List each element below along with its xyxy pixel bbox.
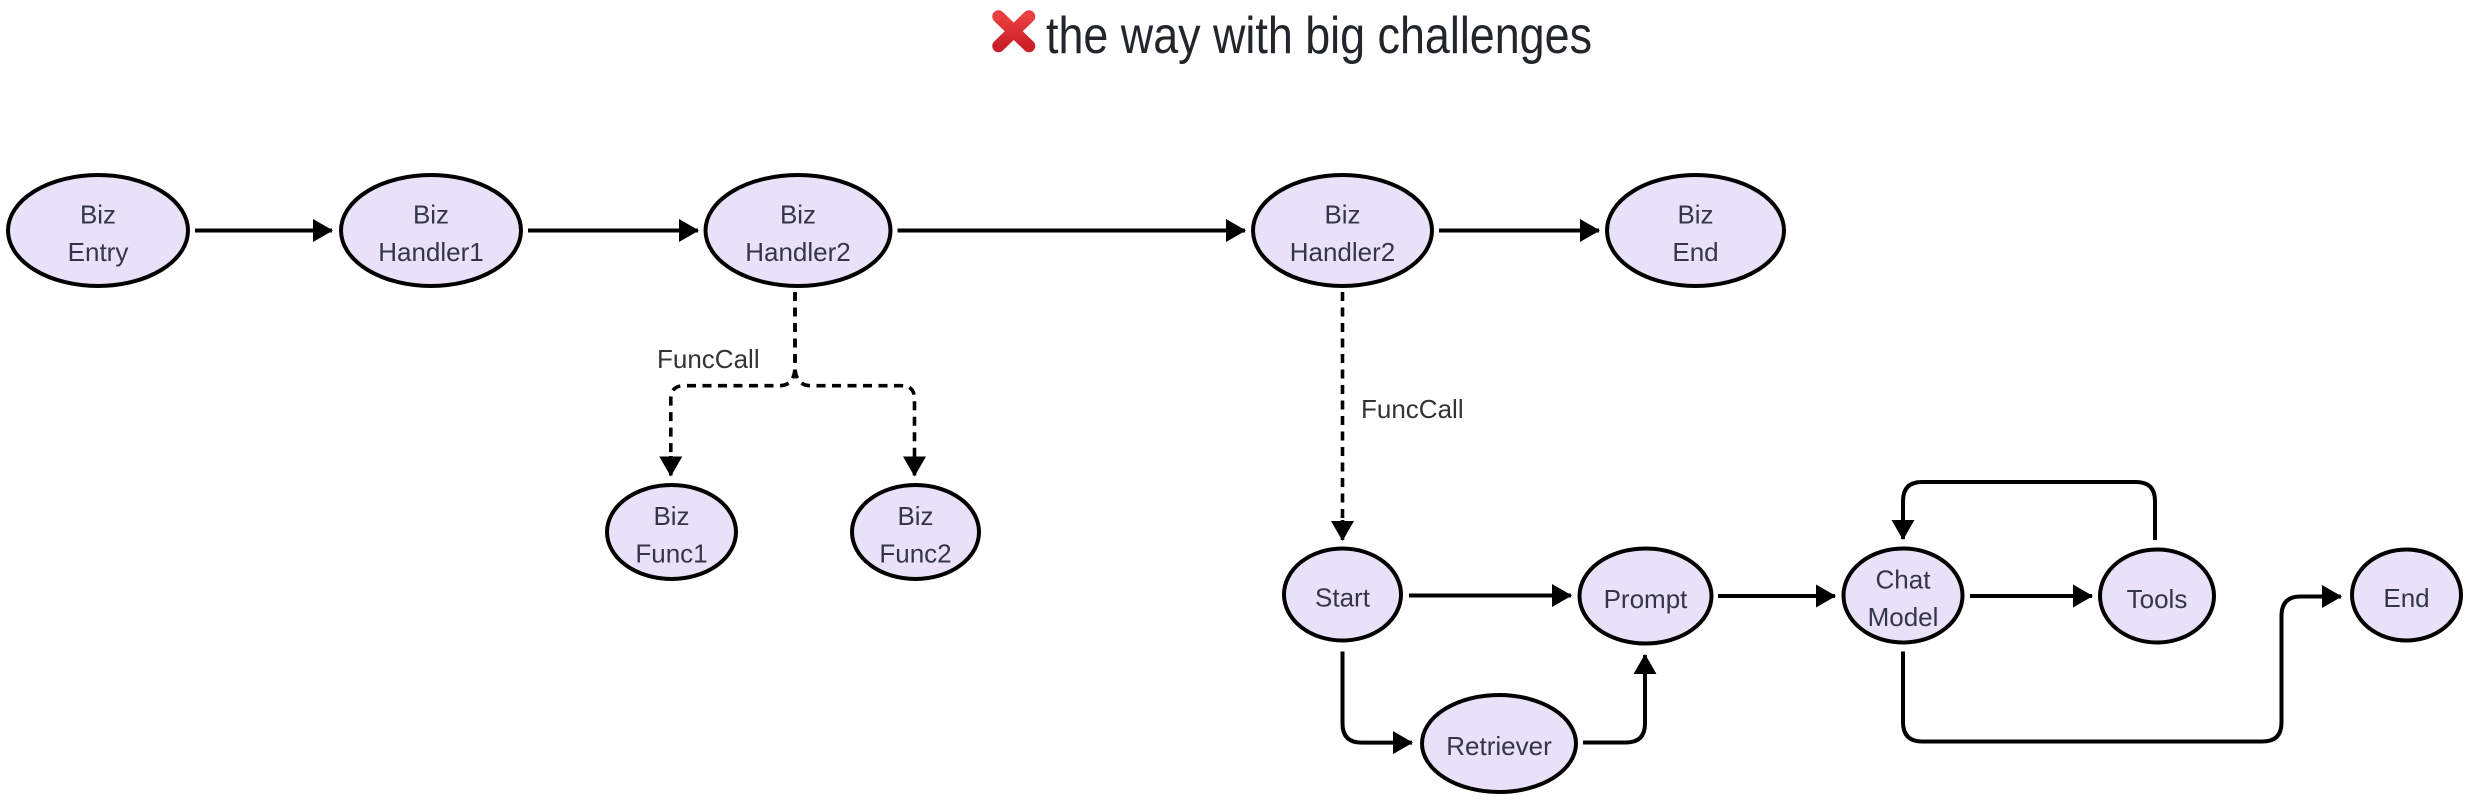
svg-text:Tools: Tools — [2127, 584, 2188, 614]
svg-text:Handler2: Handler2 — [745, 237, 851, 267]
svg-text:FuncCall: FuncCall — [1361, 394, 1464, 424]
svg-text:Biz: Biz — [780, 200, 816, 230]
svg-text:Handler1: Handler1 — [378, 237, 484, 267]
svg-text:End: End — [2383, 583, 2429, 613]
svg-text:Prompt: Prompt — [1604, 584, 1689, 614]
svg-text:Biz: Biz — [1677, 200, 1713, 230]
svg-text:Start: Start — [1315, 583, 1371, 613]
svg-text:Entry: Entry — [68, 237, 129, 267]
svg-text:Func1: Func1 — [635, 539, 707, 569]
svg-text:FuncCall: FuncCall — [657, 344, 760, 374]
svg-text:the way with big challenges: the way with big challenges — [1046, 7, 1592, 65]
svg-text:Model: Model — [1868, 602, 1939, 632]
svg-text:Biz: Biz — [413, 200, 449, 230]
svg-text:End: End — [1672, 237, 1718, 267]
svg-text:Biz: Biz — [1324, 200, 1360, 230]
svg-text:Handler2: Handler2 — [1290, 237, 1396, 267]
svg-text:Biz: Biz — [897, 501, 933, 531]
svg-text:Biz: Biz — [653, 501, 689, 531]
svg-text:Biz: Biz — [80, 200, 116, 230]
svg-text:Retriever: Retriever — [1446, 731, 1552, 761]
svg-text:Chat: Chat — [1876, 565, 1932, 595]
svg-text:Func2: Func2 — [879, 539, 951, 569]
